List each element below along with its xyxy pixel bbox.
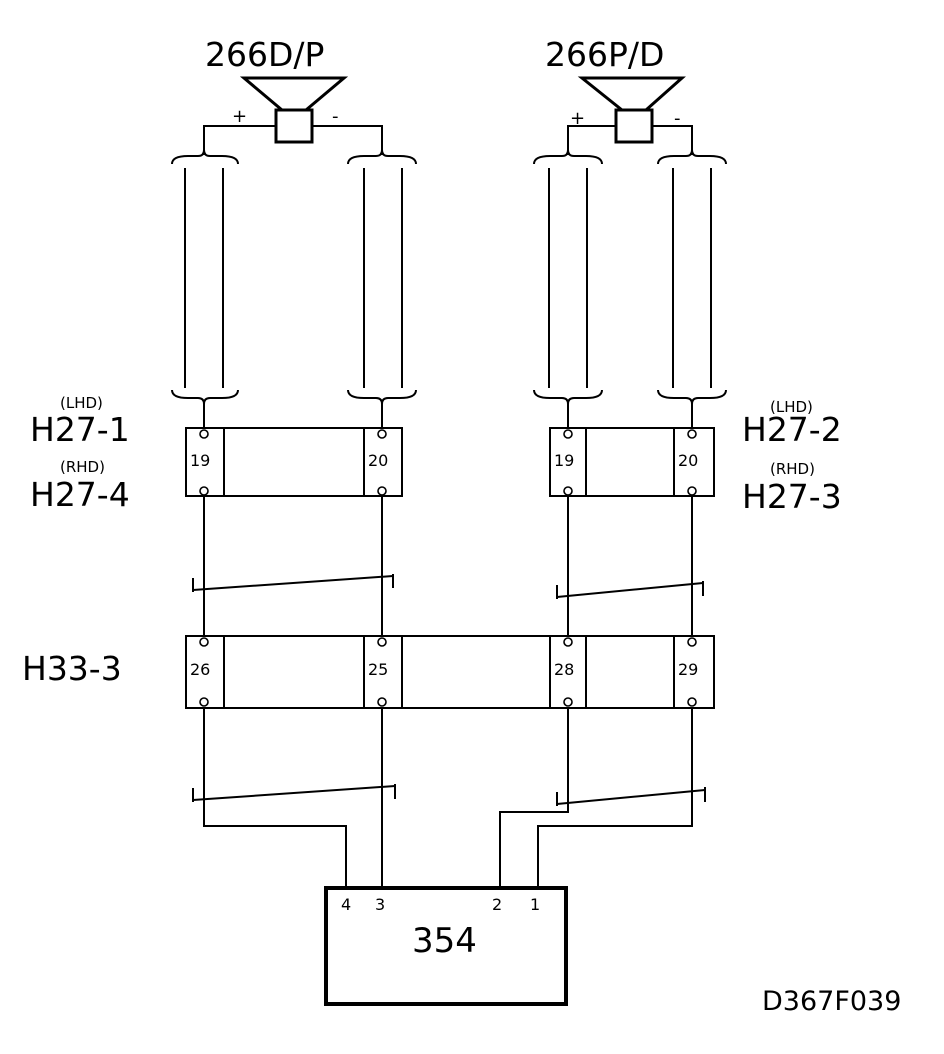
h27-left-pin-20: 20 bbox=[368, 451, 388, 470]
cable-bundle-2 bbox=[347, 149, 417, 428]
h27-left-name-lhd: H27-1 bbox=[30, 410, 130, 449]
twisted-pair-upper-left bbox=[192, 496, 394, 636]
h27-right-tag-lhd: (LHD) bbox=[770, 398, 813, 416]
cable-bundle-4 bbox=[657, 149, 727, 428]
speaker-left-label: 266D/P bbox=[205, 35, 324, 74]
h33-name: H33-3 bbox=[22, 649, 122, 688]
h27-left-name-rhd: H27-4 bbox=[30, 475, 130, 514]
h33-pin-29: 29 bbox=[678, 660, 698, 679]
connector-h33 bbox=[185, 635, 715, 709]
module-pin-4: 4 bbox=[341, 895, 351, 914]
h33-pin-25: 25 bbox=[368, 660, 388, 679]
connector-h27-right bbox=[549, 427, 715, 497]
h27-left-tag-rhd: (RHD) bbox=[60, 458, 105, 476]
module-pin-3: 3 bbox=[375, 895, 385, 914]
speaker-right-plus-lead bbox=[567, 125, 616, 155]
twisted-pair-lower-left bbox=[192, 708, 396, 888]
h33-pin-28: 28 bbox=[554, 660, 574, 679]
speaker-right-icon bbox=[577, 76, 686, 144]
speaker-right-label: 266P/D bbox=[545, 35, 664, 74]
speaker-right-minus-lead bbox=[652, 125, 693, 155]
h27-left-tag-lhd: (LHD) bbox=[60, 394, 103, 412]
speaker-right-plus: + bbox=[570, 108, 585, 129]
module-label: 354 bbox=[412, 921, 477, 961]
h27-right-tag-rhd: (RHD) bbox=[770, 460, 815, 478]
h33-pin-26: 26 bbox=[190, 660, 210, 679]
speaker-left-icon bbox=[239, 76, 349, 144]
twisted-pair-upper-right bbox=[556, 496, 704, 636]
speaker-right-minus: - bbox=[674, 108, 681, 129]
speaker-left-minus-lead bbox=[312, 125, 383, 155]
module-pin-1: 1 bbox=[530, 895, 540, 914]
h27-right-pin-19: 19 bbox=[554, 451, 574, 470]
figure-code: D367F039 bbox=[762, 986, 901, 1017]
module-354-box bbox=[324, 886, 568, 1006]
connector-h27-left bbox=[185, 427, 403, 497]
speaker-left-plus-lead bbox=[203, 125, 276, 155]
h27-right-name-lhd: H27-2 bbox=[742, 410, 842, 449]
h27-right-name-rhd: H27-3 bbox=[742, 477, 842, 516]
twisted-pair-lower-right bbox=[499, 708, 706, 888]
speaker-left-minus: - bbox=[332, 106, 339, 127]
h27-right-pin-20: 20 bbox=[678, 451, 698, 470]
h27-left-pin-19: 19 bbox=[190, 451, 210, 470]
cable-bundle-3 bbox=[533, 149, 603, 428]
speaker-left-plus: + bbox=[232, 106, 247, 127]
module-pin-2: 2 bbox=[492, 895, 502, 914]
cable-bundle-1 bbox=[171, 149, 239, 428]
